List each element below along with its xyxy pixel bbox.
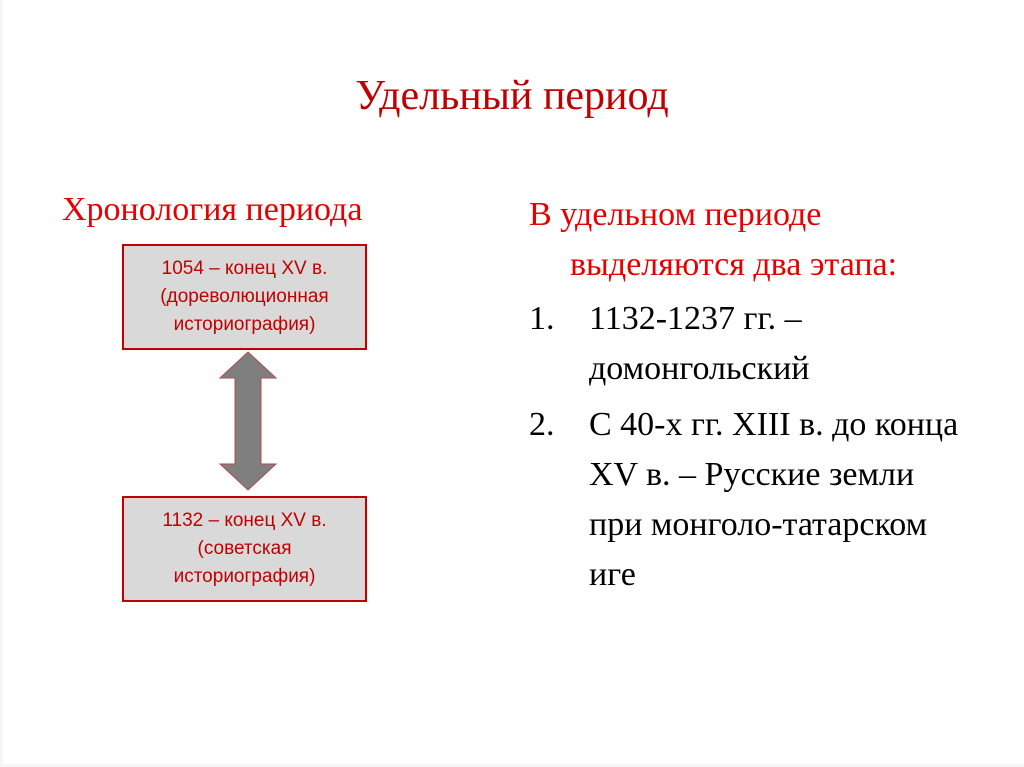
- box-line: 1132 – конец XV в.: [162, 510, 327, 531]
- slide-title: Удельный период: [355, 73, 669, 119]
- box-line: историография): [173, 314, 316, 335]
- box-line: (советская: [197, 538, 292, 559]
- chronology-box-prerevolutionary: 1054 – конец XV в. (дореволюционная исто…: [122, 244, 367, 350]
- stage-text: 1132-1237 гг. – домонгольский: [589, 300, 810, 387]
- stage-number: 2.: [529, 406, 555, 443]
- stage-number: 1.: [529, 300, 555, 337]
- stages-heading: В удельном периоде выделяются два этапа:: [529, 196, 898, 283]
- box-line: 1054 – конец XV в.: [161, 258, 328, 279]
- box-line: (дореволюционная: [160, 286, 329, 307]
- stage-item: 2. С 40-х гг. XIII в. до конца XV в. – Р…: [529, 400, 969, 600]
- chronology-heading: Хронология периода: [62, 191, 363, 228]
- double-vertical-arrow-icon: [218, 351, 278, 491]
- stage-text: С 40-х гг. XIII в. до конца XV в. – Русс…: [589, 406, 959, 593]
- stages-section: В удельном периоде выделяются два этапа:…: [529, 190, 969, 606]
- box-line: историография): [173, 566, 316, 587]
- stage-item: 1. 1132-1237 гг. – домонгольский: [529, 294, 969, 394]
- chronology-box-soviet: 1132 – конец XV в. (советская историогра…: [122, 496, 367, 602]
